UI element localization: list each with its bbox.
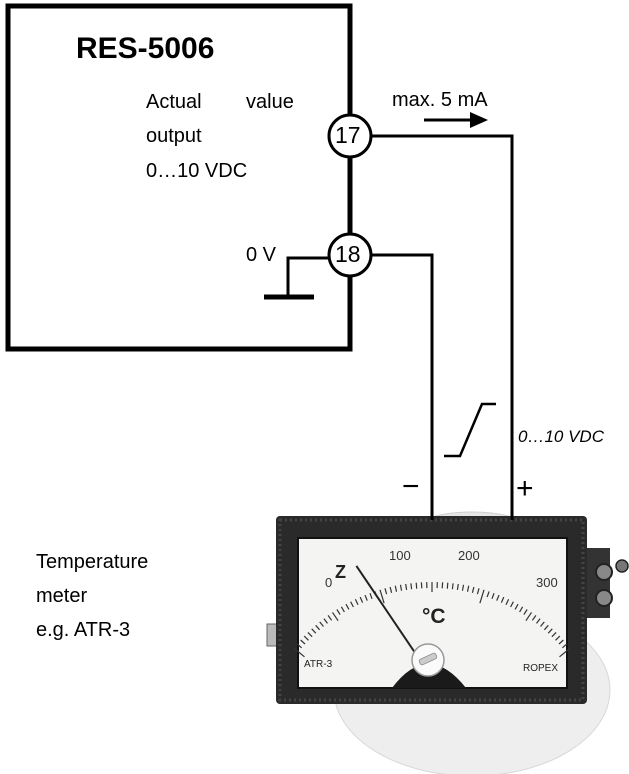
scale-tick bbox=[332, 612, 339, 622]
scale-tick bbox=[293, 647, 305, 658]
terminal-18-label: 18 bbox=[335, 241, 361, 267]
scale-tick bbox=[394, 585, 398, 592]
scale-tick bbox=[384, 588, 388, 595]
device-name: RES-5006 bbox=[76, 32, 215, 65]
scale-tick bbox=[456, 583, 459, 590]
scale-tick bbox=[543, 624, 549, 631]
scale-tick bbox=[319, 621, 324, 627]
scale-tick bbox=[562, 643, 568, 649]
output-label-range: 0…10 VDC bbox=[146, 160, 248, 182]
scale-tick bbox=[500, 596, 505, 603]
scale-tick bbox=[364, 594, 368, 601]
scale-tick bbox=[514, 603, 519, 610]
screw-icon bbox=[595, 563, 613, 581]
terminal-17-label: 17 bbox=[335, 122, 361, 148]
scale-tick bbox=[461, 584, 465, 591]
scale-tick bbox=[336, 609, 341, 615]
scale-tick bbox=[359, 596, 364, 603]
terminal-18 bbox=[327, 232, 373, 278]
scale-tick bbox=[350, 601, 354, 608]
scale-tick bbox=[303, 635, 309, 641]
meter-scale-ticks bbox=[293, 582, 571, 658]
scale-tick bbox=[486, 591, 490, 598]
scale-tick bbox=[466, 585, 470, 592]
scale-label-100: 100 bbox=[389, 548, 411, 563]
meter-caption-line1: Temperature bbox=[36, 551, 149, 573]
scale-tick bbox=[540, 621, 545, 627]
meter-z-mark: Z bbox=[335, 562, 346, 582]
scale-label-0: 0 bbox=[325, 575, 333, 590]
meter-brand-label: ROPEX bbox=[523, 663, 559, 674]
meter-unit: °C bbox=[422, 605, 446, 628]
plus-sign: + bbox=[516, 472, 534, 505]
scale-tick bbox=[327, 615, 333, 621]
scale-tick bbox=[389, 586, 393, 593]
controller-box bbox=[5, 3, 353, 352]
ground-wire bbox=[286, 256, 330, 297]
scale-tick bbox=[496, 594, 500, 601]
scale-tick bbox=[471, 586, 475, 593]
scale-tick bbox=[307, 631, 313, 638]
scale-tick bbox=[340, 606, 345, 613]
scale-tick bbox=[491, 592, 495, 600]
scale-tick bbox=[300, 639, 306, 645]
scale-tick bbox=[525, 612, 532, 622]
current-label: max. 5 mA bbox=[392, 89, 488, 111]
scale-tick bbox=[405, 583, 408, 590]
wire-17-plus bbox=[372, 134, 514, 520]
current-arrow-head bbox=[470, 112, 488, 128]
scale-label-300: 300 bbox=[536, 575, 558, 590]
scale-tick bbox=[547, 628, 553, 634]
scale-tick bbox=[369, 592, 373, 600]
scale-tick bbox=[559, 647, 571, 658]
output-label-actual: Actual bbox=[146, 91, 202, 113]
scale-tick bbox=[476, 588, 480, 595]
scale-tick bbox=[315, 624, 321, 631]
screw-icon bbox=[615, 559, 629, 573]
scale-tick bbox=[519, 606, 524, 613]
scale-tick bbox=[446, 582, 449, 589]
scale-tick bbox=[410, 583, 413, 590]
scale-tick bbox=[311, 628, 317, 634]
meter-caption-line2: meter bbox=[36, 585, 88, 607]
ground-label: 0 V bbox=[246, 244, 277, 266]
scale-tick bbox=[505, 599, 510, 606]
scale-label-200: 200 bbox=[458, 548, 480, 563]
scale-tick bbox=[555, 635, 561, 641]
minus-sign: − bbox=[402, 470, 420, 503]
scale-tick bbox=[296, 643, 302, 649]
meter-caption-line3: e.g. ATR-3 bbox=[36, 619, 131, 641]
scale-tick bbox=[479, 589, 485, 604]
scale-tick bbox=[354, 599, 359, 606]
meter-model-label: ATR-3 bbox=[304, 659, 333, 670]
scale-tick bbox=[523, 609, 528, 615]
meter-left-clip bbox=[266, 623, 278, 647]
scale-tick bbox=[510, 601, 514, 608]
screw-icon bbox=[595, 589, 613, 607]
scale-tick bbox=[551, 631, 557, 638]
scale-tick bbox=[323, 618, 328, 624]
scale-tick bbox=[531, 615, 537, 621]
wire-18-minus bbox=[372, 253, 434, 520]
ramp-signal-symbol bbox=[444, 402, 496, 458]
scale-tick bbox=[415, 582, 418, 589]
zero-adjust-slot bbox=[418, 652, 438, 666]
scale-tick bbox=[399, 584, 403, 591]
scale-tick bbox=[345, 603, 350, 610]
scale-tick bbox=[451, 583, 454, 590]
scale-tick bbox=[558, 639, 564, 645]
output-label-output: output bbox=[146, 125, 202, 147]
scale-tick bbox=[536, 618, 541, 624]
output-label-value: value bbox=[246, 91, 294, 113]
signal-label: 0…10 VDC bbox=[518, 427, 604, 446]
terminal-17 bbox=[327, 113, 373, 159]
scale-tick bbox=[379, 589, 385, 604]
